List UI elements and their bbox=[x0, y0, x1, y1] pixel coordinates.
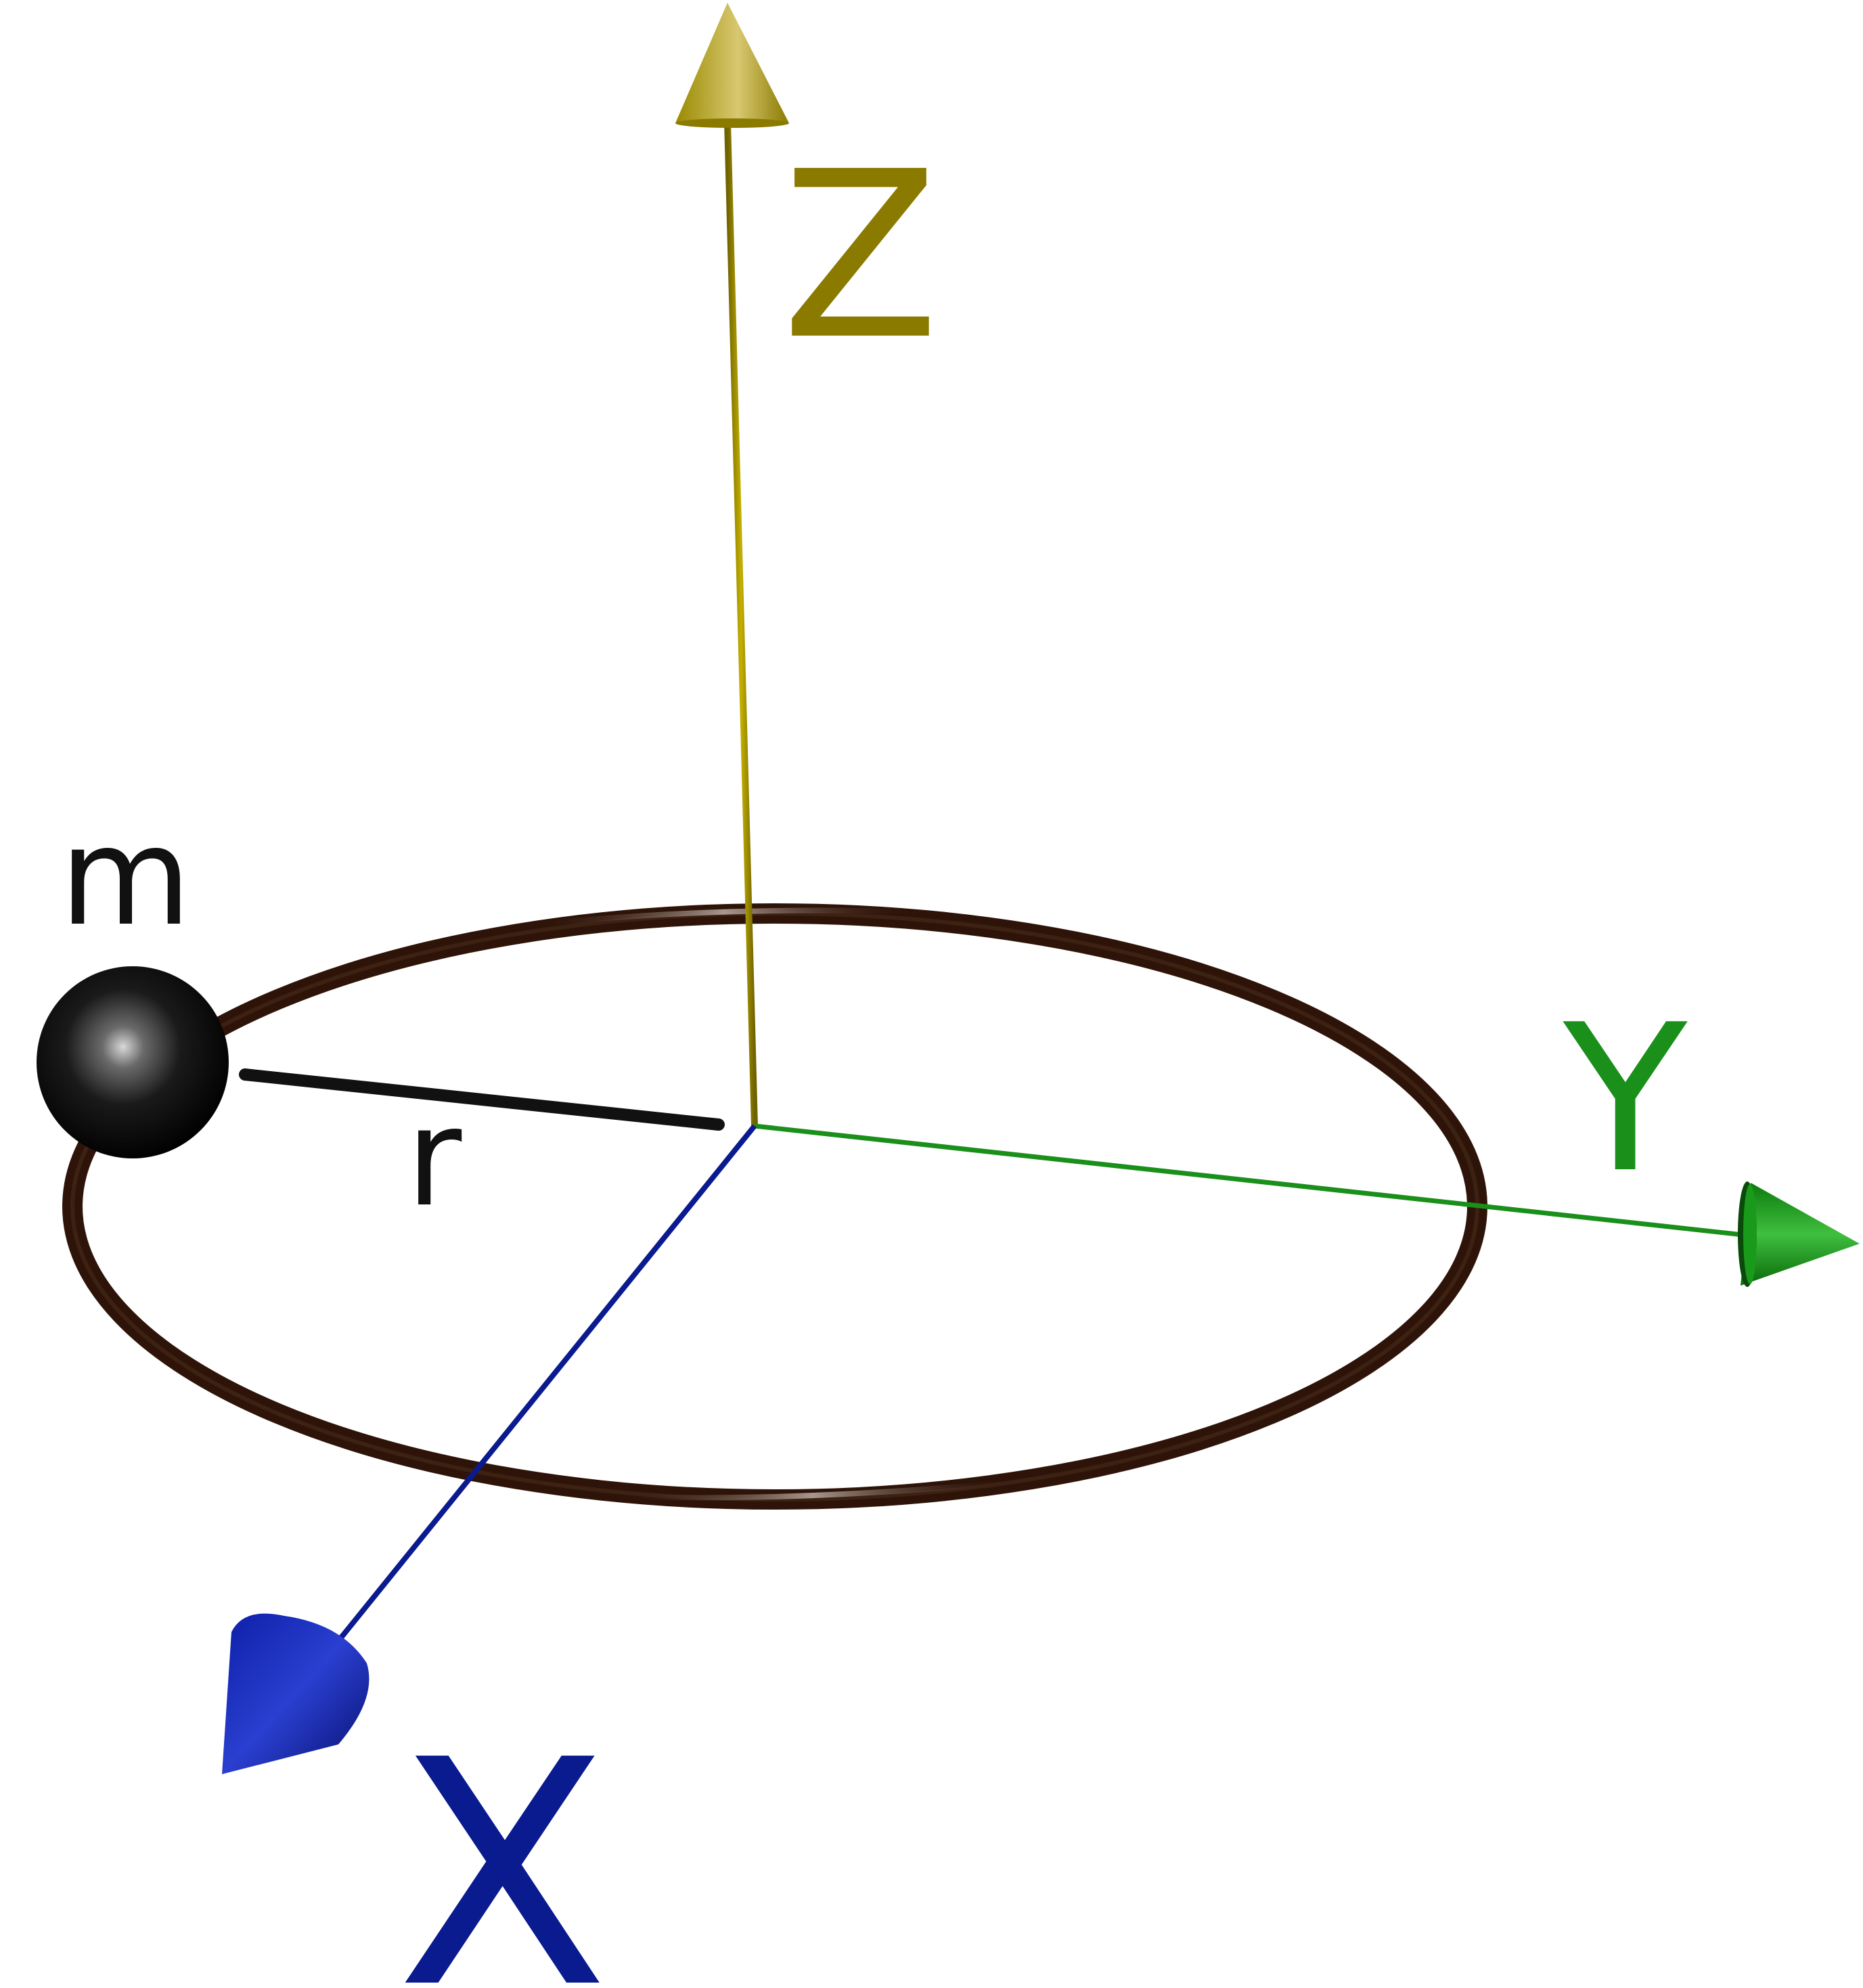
z-axis bbox=[675, 3, 789, 1127]
radius-line bbox=[239, 1068, 725, 1131]
y-axis bbox=[754, 1123, 1860, 1287]
orbit-ring bbox=[62, 903, 1487, 1510]
x-axis bbox=[222, 1124, 757, 1774]
z-axis-arrowhead bbox=[675, 3, 789, 123]
x-axis-label: X bbox=[396, 1694, 609, 1988]
mass-sphere bbox=[37, 966, 229, 1158]
y-axis-arrowhead bbox=[1741, 1183, 1860, 1286]
x-axis-arrowhead bbox=[222, 1613, 369, 1774]
radius-label: r bbox=[406, 1079, 462, 1237]
ring-highlight-top bbox=[527, 907, 921, 928]
y-axis-label: Y bbox=[1560, 981, 1690, 1217]
z-axis-label: Z bbox=[782, 122, 939, 390]
mass-label: m bbox=[60, 798, 192, 956]
ring-highlight-bottom bbox=[608, 1479, 1016, 1501]
